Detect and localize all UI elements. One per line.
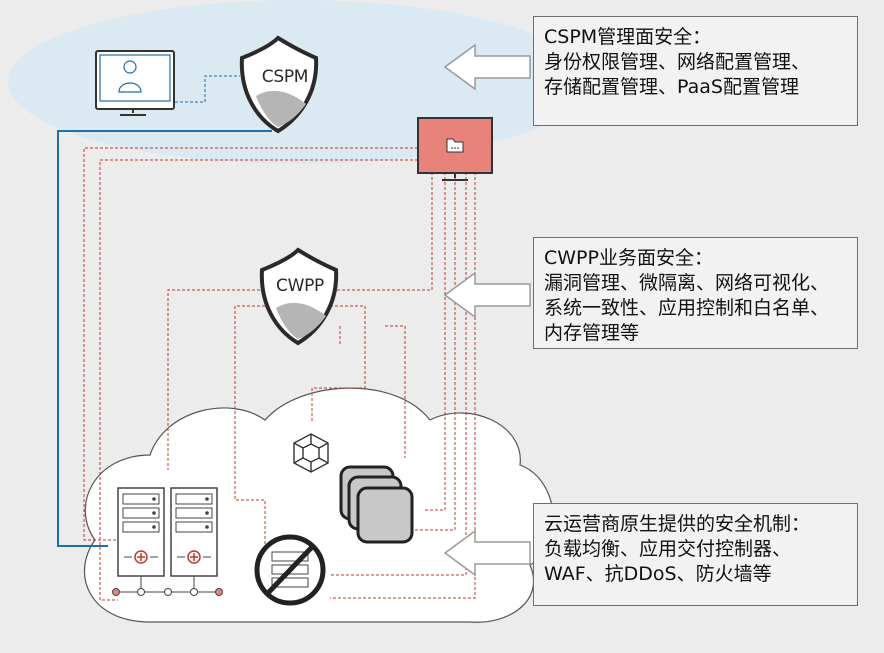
- blue-dashed-link: [155, 75, 240, 103]
- cloud-callout-title: 云运营商原生提供的安全机制：: [544, 513, 811, 535]
- arrow-left-icon: [443, 271, 531, 319]
- cspm-callout-title: CSPM管理面安全：: [544, 26, 712, 48]
- cwpp-callout-line: 内存管理等: [544, 322, 640, 344]
- red-dashed-links: [83, 147, 476, 601]
- cspm-callout-line: 身份权限管理、网络配置管理、: [544, 51, 811, 73]
- cwpp-callout-line: 漏洞管理、微隔离、网络可视化、: [544, 272, 830, 294]
- cspm-label: CSPM: [261, 67, 309, 87]
- cspm-callout: CSPM管理面安全： 身份权限管理、网络配置管理、 存储配置管理、PaaS配置管…: [533, 16, 858, 126]
- no-server-icon: [254, 534, 326, 606]
- callout-arrows: [443, 43, 531, 577]
- server-rack-icon: [112, 487, 223, 596]
- cwpp-label: CWPP: [276, 276, 324, 296]
- cwpp-callout-line: 系统一致性、应用控制和白名单、: [544, 297, 830, 319]
- cwpp-callout: CWPP业务面安全： 漏洞管理、微隔离、网络可视化、 系统一致性、应用控制和白名…: [533, 237, 858, 349]
- cloud-callout: 云运营商原生提供的安全机制： 负载均衡、应用交付控制器、 WAF、抗DDoS、防…: [533, 503, 858, 606]
- cwpp-shield-icon: [259, 247, 339, 346]
- folder-monitor-icon: [417, 117, 493, 181]
- cspm-shield-icon: [239, 35, 319, 134]
- stacked-squares-icon: [339, 465, 414, 544]
- arrow-left-icon: [443, 43, 531, 91]
- cwpp-callout-title: CWPP业务面安全：: [544, 247, 713, 269]
- cloud-callout-line: WAF、抗DDoS、防火墙等: [544, 563, 772, 585]
- user-monitor-icon: [95, 50, 175, 116]
- arrow-left-icon: [443, 529, 531, 577]
- cube-icon: [293, 433, 329, 473]
- blue-management-link: [57, 130, 272, 547]
- cloud-callout-line: 负载均衡、应用交付控制器、: [544, 538, 792, 560]
- cspm-callout-line: 存储配置管理、PaaS配置管理: [544, 76, 799, 98]
